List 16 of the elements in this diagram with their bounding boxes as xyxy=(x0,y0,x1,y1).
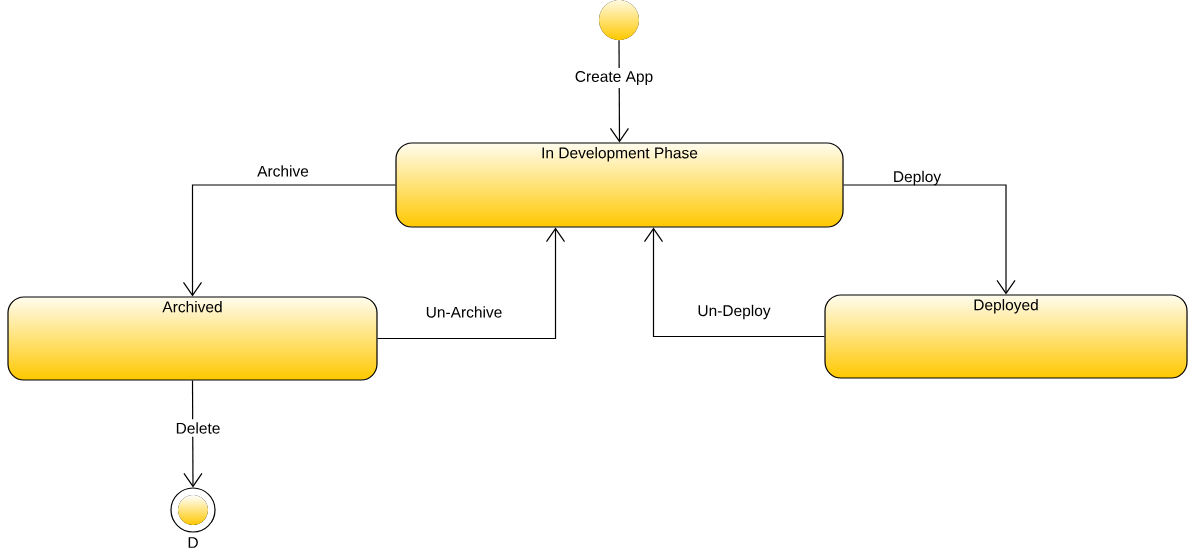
edge-label: Un-Deploy xyxy=(698,304,771,320)
edge-label: Deploy xyxy=(894,170,942,186)
edge-label: Create App xyxy=(571,68,657,88)
initial-state-circle xyxy=(599,0,639,40)
state-box: Deployed xyxy=(824,294,1188,379)
arrow xyxy=(377,227,566,340)
final-state-circle xyxy=(170,487,216,533)
edge-label: Delete xyxy=(172,419,224,437)
arrow xyxy=(643,227,825,338)
state-box: Archived xyxy=(7,296,378,381)
arrow xyxy=(843,184,1016,295)
state-box: In Development Phase xyxy=(395,142,844,228)
arrow xyxy=(182,184,396,297)
edge-label: Archive xyxy=(257,165,309,177)
state-caption: D xyxy=(188,537,198,548)
edge-label: Un-Archive xyxy=(426,306,502,318)
